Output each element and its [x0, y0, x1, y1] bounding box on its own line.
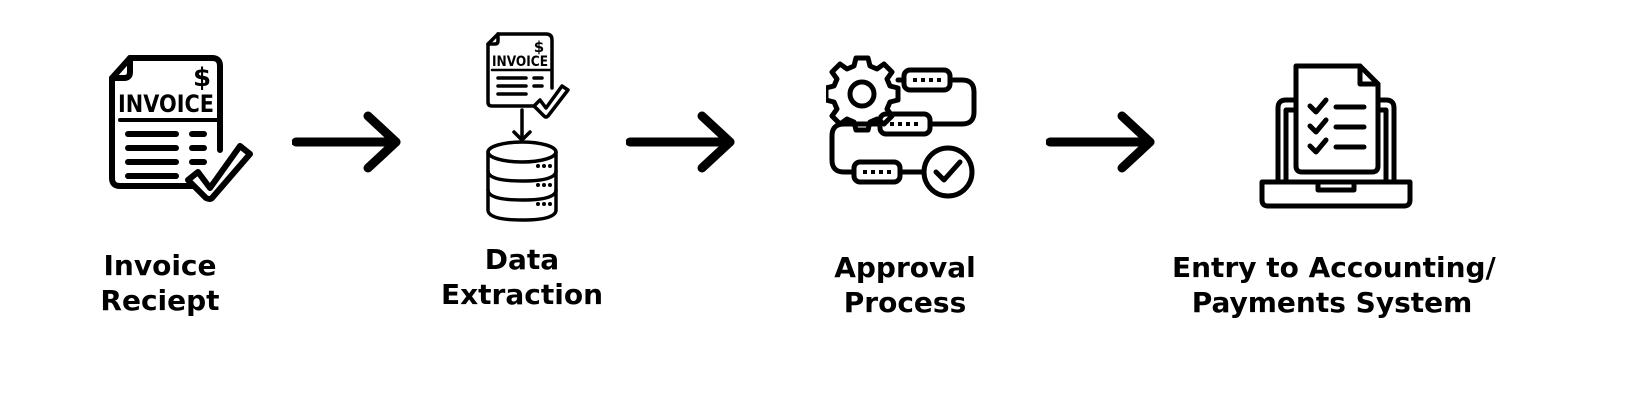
extraction-doc-title: INVOICE [492, 54, 548, 70]
invoice-currency-symbol: $ [193, 63, 211, 93]
step-label-data-extraction: Data Extraction [432, 242, 612, 312]
step-label-approval-process: Approval Process [820, 250, 990, 320]
step-label-invoice-receipt: Invoice Reciept [80, 248, 240, 318]
step-label-line-2: Payments System [1191, 286, 1473, 319]
data-extraction-icon: $ INVOICE [486, 32, 570, 222]
approval-workflow-icon [826, 55, 977, 199]
step-label-line-2: Extraction [440, 278, 604, 311]
invoice-doc-title: INVOICE [118, 90, 214, 118]
step-label-line-2: Reciept [100, 284, 220, 317]
arrow-right-icon [1046, 111, 1155, 173]
step-label-line-2: Process [843, 286, 967, 319]
step-label-line-1: Data [484, 243, 560, 276]
step-label-line-1: Invoice [103, 249, 217, 282]
arrow-right-icon [292, 111, 401, 173]
arrow-right-icon [626, 111, 735, 173]
laptop-document-icon [1259, 63, 1413, 209]
step-label-line-1: Entry to Accounting/ [1172, 251, 1496, 284]
invoice-receipt-icon: $ INVOICE [109, 55, 253, 202]
step-label-accounting-entry: Entry to Accounting/ Payments System [1172, 250, 1496, 320]
step-label-line-1: Approval [834, 251, 976, 284]
extraction-currency-symbol: $ [534, 38, 544, 56]
